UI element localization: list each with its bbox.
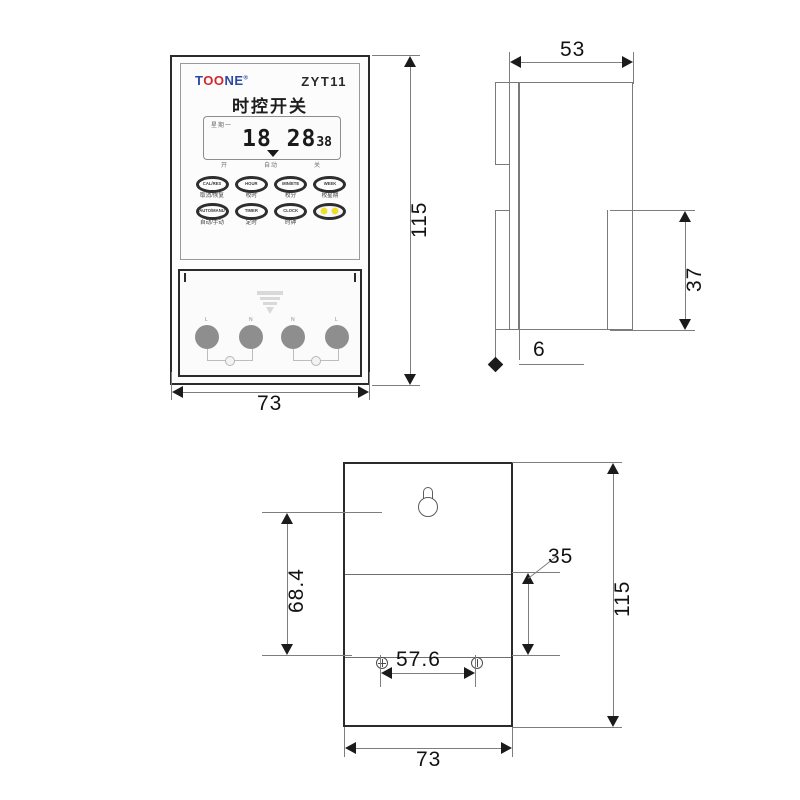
logo-registered-mark: ®	[243, 75, 249, 82]
key-auto-manual-code: AUTO/MANU	[199, 207, 225, 213]
terminal-label-1: L	[205, 317, 208, 323]
dimension-rear-height-value: 115	[611, 580, 634, 617]
key-clock[interactable]: CLOCK 时钟	[274, 202, 308, 227]
key-clock-cap[interactable]: CLOCK	[274, 202, 308, 220]
mode-label-off: 关	[313, 163, 321, 169]
key-clock-code: CLOCK	[283, 207, 299, 213]
rear-seam-lower	[345, 657, 511, 658]
lcd-time-hours-minutes: 18 28	[242, 126, 317, 152]
key-auto-manual-cap[interactable]: AUTO/MANU	[195, 202, 229, 220]
key-hour[interactable]: HOUR 校时	[234, 176, 268, 200]
mode-label-on: 开	[220, 163, 228, 169]
keypad-row-1: CAL/RES 取消/恢复 HOUR 校时 MIN/ETE 校分 WEEK 校星…	[195, 176, 347, 200]
key-hour-caption: 校时	[245, 193, 257, 199]
key-week[interactable]: WEEK 校星期	[313, 176, 347, 200]
warning-funnel-icon	[257, 291, 283, 317]
front-face-plate: TOONE® ZYT11 时控开关 星期一 18 2838 开 自动 关 CAL…	[180, 63, 360, 260]
terminal-label-2: N	[249, 317, 253, 323]
dimension-rear-width-value: 73	[416, 748, 442, 771]
key-cancel-restore-caption: 取消/恢复	[200, 193, 224, 199]
lcd-display: 星期一 18 2838	[203, 116, 341, 160]
product-title-chinese: 时控开关	[232, 97, 308, 116]
key-clock-caption: 时钟	[285, 219, 297, 226]
key-week-cap[interactable]: WEEK	[313, 176, 347, 193]
terminal-jumper-nut-right	[311, 356, 321, 366]
dimension-rear-band-value: 35	[548, 545, 574, 568]
led-indicator-right-icon	[332, 208, 339, 215]
indicator-led-housing	[313, 202, 347, 220]
key-hour-code: HOUR	[245, 181, 258, 187]
lcd-weekday: 星期一	[211, 123, 233, 129]
keypad-row-2: AUTO/MANU 自动/手动 TIMER 定时 CLOCK 时钟	[195, 202, 347, 227]
dimension-front-width-value: 73	[257, 392, 283, 415]
rear-case-outline	[343, 462, 513, 727]
key-timer-code: TIMER	[244, 207, 258, 213]
keyhole-hole-icon	[418, 497, 438, 517]
mounting-screw-right-icon	[471, 657, 483, 669]
key-minute-cap[interactable]: MIN/ETE	[274, 176, 308, 193]
key-week-caption: 校星期	[321, 193, 339, 199]
terminal-screw-4	[325, 325, 349, 349]
key-minute-caption: 校分	[285, 193, 297, 199]
rear-view	[343, 462, 513, 727]
side-view	[495, 60, 645, 370]
terminal-label-3: N	[291, 317, 295, 323]
front-view: TOONE® ZYT11 时控开关 星期一 18 2838 开 自动 关 CAL…	[170, 55, 370, 385]
dimension-side-bezel-value: 6	[533, 338, 546, 361]
indicator-led-pair	[313, 202, 347, 227]
side-body-upper	[519, 82, 633, 210]
lcd-time-seconds: 38	[316, 135, 332, 150]
dimension-rear-screw-pitch-value: 57.6	[396, 648, 441, 671]
mounting-screw-left-icon	[376, 657, 388, 669]
lcd-mode-label-row: 开 自动 关	[203, 160, 339, 169]
toone-logo: TOONE®	[195, 74, 248, 87]
key-timer-cap[interactable]: TIMER	[234, 202, 268, 220]
dimension-side-step-value: 37	[683, 266, 706, 292]
key-cancel-restore[interactable]: CAL/RES 取消/恢复	[195, 176, 229, 200]
keypad: CAL/RES 取消/恢复 HOUR 校时 MIN/ETE 校分 WEEK 校星…	[195, 176, 347, 229]
terminal-compartment: L N N L	[178, 269, 362, 377]
terminal-clip-right-icon	[354, 273, 356, 282]
terminal-row: L N N L	[180, 317, 360, 371]
terminal-label-4: L	[335, 317, 338, 323]
key-auto-manual-caption: 自动/手动	[200, 219, 224, 226]
side-bezel-bottom	[495, 210, 509, 330]
terminal-jumper-nut-left	[225, 356, 235, 366]
terminal-screw-1	[195, 325, 219, 349]
mode-label-auto: 自动	[263, 163, 278, 169]
model-number: ZYT11	[301, 74, 347, 89]
key-timer[interactable]: TIMER 定时	[234, 202, 268, 227]
key-cancel-restore-code: CAL/RES	[202, 181, 222, 187]
key-week-code: WEEK	[323, 181, 337, 187]
rear-seam-upper	[345, 574, 511, 575]
dimension-side-width-value: 53	[560, 38, 586, 61]
terminal-screw-2	[239, 325, 263, 349]
dimension-rear-keyhole-value: 68.4	[285, 568, 308, 613]
dimension-front-height-value: 115	[408, 201, 431, 238]
side-bezel-plate	[509, 82, 519, 330]
key-minute-code: MIN/ETE	[282, 181, 300, 187]
logo-letter-t: T	[195, 73, 204, 88]
key-minute[interactable]: MIN/ETE 校分	[274, 176, 308, 200]
led-indicator-left-icon	[321, 208, 328, 215]
logo-letters-ne: NE	[224, 73, 244, 88]
side-body-step	[608, 210, 633, 330]
side-bezel-top	[495, 82, 509, 165]
terminal-screw-3	[281, 325, 305, 349]
lcd-time: 18 2838	[204, 128, 332, 151]
logo-letters-oo: OO	[203, 73, 225, 88]
terminal-clip-left-icon	[184, 273, 186, 282]
side-body-lower	[519, 210, 608, 330]
key-cancel-restore-cap[interactable]: CAL/RES	[195, 176, 229, 193]
key-timer-caption: 定时	[245, 219, 257, 226]
key-hour-cap[interactable]: HOUR	[234, 176, 268, 193]
key-auto-manual[interactable]: AUTO/MANU 自动/手动	[195, 202, 229, 227]
keyhole-slot-icon	[423, 487, 433, 501]
lcd-mode-pointer-icon	[267, 150, 279, 157]
